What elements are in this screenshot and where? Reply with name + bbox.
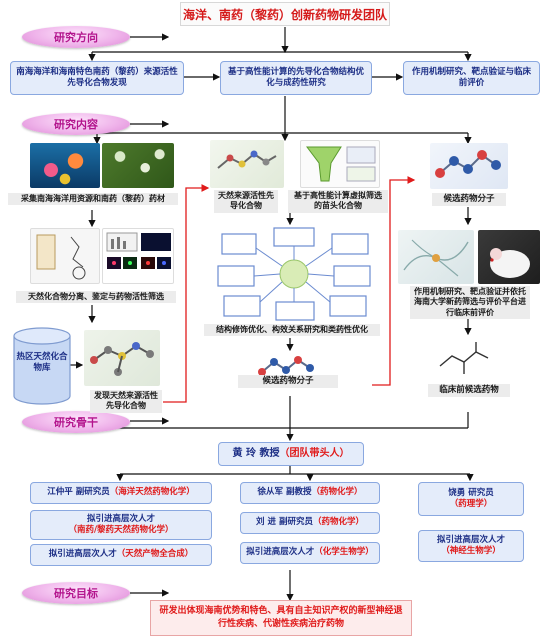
label-preclinical-candidate-text: 临床前候选药物	[439, 385, 499, 395]
staff-right-2-name: 拟引进高层次人才	[436, 534, 505, 545]
staff-right-2-field: （神经生物学）	[441, 546, 501, 556]
label-virtual-screening-text: 基于高性能计算虚拟筛选的苗头化合物	[294, 191, 382, 211]
natural-lead-structure-image	[210, 140, 284, 188]
staff-middle-3-field: （化学生物学）	[314, 547, 374, 558]
label-candidate-molecule-2: 候选药物分子	[432, 193, 506, 207]
section-goal: 研究目标	[22, 582, 130, 604]
page-title: 海洋、南药（黎药）创新药物研发团队	[180, 2, 390, 26]
coral-reef-image	[30, 143, 100, 188]
herb-plant-image	[102, 143, 174, 188]
section-staff-label: 研究骨干	[54, 416, 98, 429]
section-content: 研究内容	[22, 113, 130, 135]
leader-role: （团队带头人）	[279, 448, 350, 460]
label-preclinical-candidate: 临床前候选药物	[428, 384, 510, 398]
label-candidate-molecule-2-text: 候选药物分子	[443, 194, 495, 204]
direction-text-2: 基于高性能计算的先导化合物结构优化与成药性研究	[227, 66, 364, 88]
staff-middle-1-name: 徐从军 副教授	[257, 487, 312, 498]
staff-right-2: 拟引进高层次人才（神经生物学）	[418, 530, 524, 562]
staff-left-3: 拟引进高层次人才（天然产物全合成）	[30, 544, 212, 566]
staff-middle-2-name: 刘 进 副研究员	[256, 517, 313, 528]
staff-left-2: 拟引进高层次人才（南药/黎药天然药物化学）	[30, 510, 212, 540]
section-direction-label: 研究方向	[54, 31, 98, 44]
label-sar-optimization-text: 结构修饰优化、构效关系研究和类药性优化	[216, 325, 368, 334]
label-natural-lead-2: 天然来源活性先导化合物	[214, 190, 278, 213]
molecule-3d-icon	[90, 342, 154, 376]
candidate-molecule-image-2	[430, 143, 508, 189]
staff-middle-2: 刘 进 副研究员（药物化学）	[240, 512, 380, 534]
cylinder-label: 热区天然化合物库	[14, 352, 70, 374]
direction-box-2: 基于高性能计算的先导化合物结构优化与成药性研究	[220, 61, 372, 95]
flask-structure-icon	[36, 234, 86, 280]
cylinder-label-text: 热区天然化合物库	[16, 352, 68, 374]
section-goal-label: 研究目标	[54, 587, 98, 600]
team-leader-box: 黄 玲 教授（团队带头人）	[218, 442, 364, 466]
molecule-ball-stick-icon	[435, 150, 501, 178]
neuron-icon	[403, 239, 469, 277]
staff-middle-1: 徐从军 副教授（药物化学）	[240, 482, 380, 504]
label-candidate-molecule: 候选药物分子	[238, 375, 338, 389]
mouse-icon	[490, 248, 530, 278]
page-title-text: 海洋、南药（黎药）创新药物研发团队	[182, 7, 387, 22]
label-natural-lead-2-text: 天然来源活性先导化合物	[218, 191, 274, 211]
label-natural-lead-text: 发现天然来源活性先导化合物	[94, 391, 158, 411]
staff-left-2-field: （南药/黎药天然药物化学）	[68, 525, 174, 535]
label-isolation-screening-text: 天然化合物分离、鉴定与药物活性筛选	[28, 292, 164, 301]
label-virtual-screening: 基于高性能计算虚拟筛选的苗头化合物	[288, 190, 388, 213]
section-staff: 研究骨干	[22, 411, 130, 433]
label-collect-resources-text: 采集南海海洋用资源和南药（黎药）药材	[21, 194, 165, 203]
label-mechanism-evaluation: 作用机制研究、靶点验证并依托海南大学新药筛选与评价平台进行临床前评价	[410, 286, 530, 320]
direction-text-3: 作用机制研究、靶点验证与临床前评价	[411, 66, 531, 88]
staff-middle-3-name: 拟引进高层次人才	[246, 547, 315, 558]
section-content-label: 研究内容	[54, 118, 98, 131]
section-direction: 研究方向	[22, 26, 130, 48]
staff-left-2-name: 拟引进高层次人才	[86, 513, 155, 524]
staff-middle-3: 拟引进高层次人才（化学生物学）	[240, 542, 380, 564]
chemical-structure-icon	[439, 342, 489, 374]
leader-name: 黄 玲 教授	[232, 448, 280, 460]
staff-left-3-field: （天然产物全合成）	[116, 549, 194, 560]
clinical-candidate-structure-image	[434, 338, 502, 378]
staff-middle-2-field: （药物化学）	[312, 517, 364, 528]
direction-box-1: 南海海洋和海南特色南药（黎药）来源活性先导化合物发现	[10, 61, 184, 95]
assay-grid-icon	[106, 232, 171, 269]
label-sar-optimization: 结构修饰优化、构效关系研究和类药性优化	[204, 324, 380, 337]
funnel-icon	[306, 146, 376, 182]
virtual-screening-funnel-image	[300, 140, 380, 188]
label-natural-lead: 发现天然来源活性先导化合物	[90, 390, 162, 413]
sar-optimization-image	[212, 226, 376, 322]
staff-left-3-name: 拟引进高层次人才	[48, 549, 117, 560]
direction-text-1: 南海海洋和海南特色南药（黎药）来源活性先导化合物发现	[16, 66, 178, 88]
label-isolation-screening: 天然化合物分离、鉴定与药物活性筛选	[16, 291, 176, 304]
staff-left-1: 江仲平 副研究员（海洋天然药物化学）	[30, 482, 212, 504]
compound-isolation-image	[30, 228, 100, 284]
staff-left-1-field: （海洋天然药物化学）	[109, 487, 195, 498]
goal-text: 研发出体现海南优势和特色、具有自主知识产权的新型神经退行性疾病、代谢性疾病治疗药…	[159, 606, 403, 629]
label-candidate-molecule-text: 候选药物分子	[262, 376, 314, 386]
molecule-icon	[217, 150, 277, 169]
staff-right-1-name: 饶勇 研究员	[448, 487, 494, 498]
staff-middle-1-field: （药物化学）	[311, 487, 363, 498]
label-mechanism-evaluation-text: 作用机制研究、靶点验证并依托海南大学新药筛选与评价平台进行临床前评价	[414, 287, 526, 317]
staff-right-1-field: （药理学）	[449, 499, 493, 509]
lab-mouse-image	[478, 230, 540, 284]
structure-optimization-diagram	[217, 227, 371, 321]
goal-box: 研发出体现海南优势和特色、具有自主知识产权的新型神经退行性疾病、代谢性疾病治疗药…	[150, 600, 412, 636]
staff-left-1-name: 江仲平 副研究员	[47, 487, 110, 498]
activity-screening-image	[102, 228, 174, 284]
compound-database-cylinder	[13, 327, 71, 405]
direction-box-3: 作用机制研究、靶点验证与临床前评价	[403, 61, 540, 95]
lead-compound-image	[84, 330, 160, 386]
staff-right-1: 饶勇 研究员（药理学）	[418, 482, 524, 516]
neuron-mechanism-image	[398, 230, 474, 284]
label-collect-resources: 采集南海海洋用资源和南药（黎药）药材	[8, 193, 178, 206]
